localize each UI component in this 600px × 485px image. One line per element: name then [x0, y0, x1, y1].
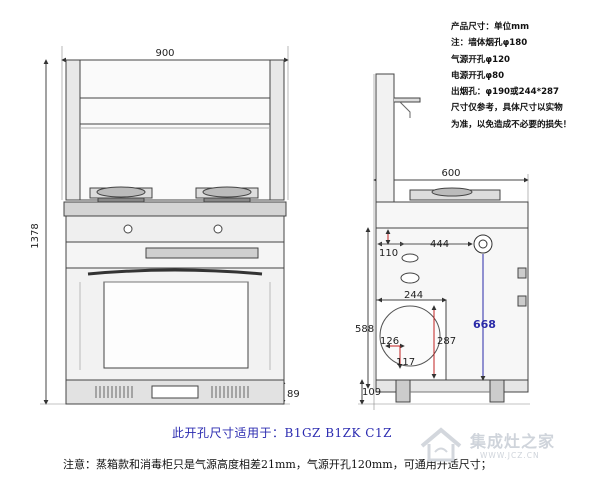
watermark-name: 集成灶之家 — [470, 432, 556, 451]
hole-offset-side-label: 444 — [430, 239, 449, 250]
right-burner — [195, 186, 259, 203]
plinth-badge — [151, 385, 199, 399]
bottom-note: 注意：蒸箱款和消毒柜只是气源高度相差21mm，气源开孔120mm，可通用开适尺寸… — [63, 458, 492, 471]
left-knob — [123, 224, 133, 234]
right-knob — [213, 224, 223, 234]
cutout-height-label: 287 — [437, 336, 456, 347]
cutout-center-label: 117 — [396, 357, 415, 368]
cooktop — [63, 201, 287, 217]
depth-dimension-label: 600 — [441, 168, 460, 179]
hole-offset-top-label: 110 — [379, 248, 398, 259]
exhaust-hole — [379, 305, 441, 367]
spec-line: 尺寸仅参考，具体尺寸以实物 — [451, 103, 563, 114]
cutout-width-label: 244 — [404, 290, 423, 301]
hood-right-wing — [269, 59, 285, 201]
spec-line: 为准，以免造成不必要的损失！ — [451, 119, 572, 130]
house-logo-icon — [420, 427, 462, 462]
control-panel — [65, 215, 285, 243]
cutout-diameter-label: 126 — [380, 336, 399, 347]
hood-panel — [79, 59, 271, 201]
hood-left-wing — [65, 59, 81, 201]
spec-line: 电源开孔φ80 — [451, 70, 505, 81]
spec-line: 注：墙体烟孔φ180 — [451, 38, 528, 49]
side-view — [358, 73, 530, 410]
width-dimension-label: 900 — [155, 48, 174, 59]
base-dimension-label: 89 — [287, 389, 300, 400]
spec-line: 气源开孔φ120 — [451, 54, 511, 65]
applicable-models-caption: 此开孔尺寸适用于：B1GZ B1ZK C1Z — [172, 426, 392, 440]
side-countertop — [375, 201, 529, 229]
spec-line: 出烟孔：φ190或244*287 — [451, 87, 560, 98]
watermark-url: WWW.JCZ.CN — [480, 451, 540, 460]
spec-line: 产品尺寸：单位mm — [451, 22, 530, 32]
front-view — [40, 46, 290, 405]
base-height-label: 109 — [362, 387, 381, 398]
watermark: 集成灶之家 WWW.JCZ.CN — [418, 426, 590, 466]
cabinet-height-label: 588 — [355, 324, 374, 335]
front-foot — [395, 379, 411, 403]
oven-handle — [87, 268, 263, 276]
side-backsplash — [375, 73, 395, 203]
height-dimension-label: 1378 — [30, 223, 41, 248]
hole-height-label: 668 — [473, 318, 496, 331]
display-strip — [145, 247, 259, 259]
left-burner — [89, 186, 153, 203]
oven-window — [103, 281, 249, 369]
rear-foot — [489, 379, 505, 403]
specs-notes: 产品尺寸：单位mm 注：墙体烟孔φ180 气源开孔φ120 电源开孔φ80 出烟… — [451, 19, 599, 133]
